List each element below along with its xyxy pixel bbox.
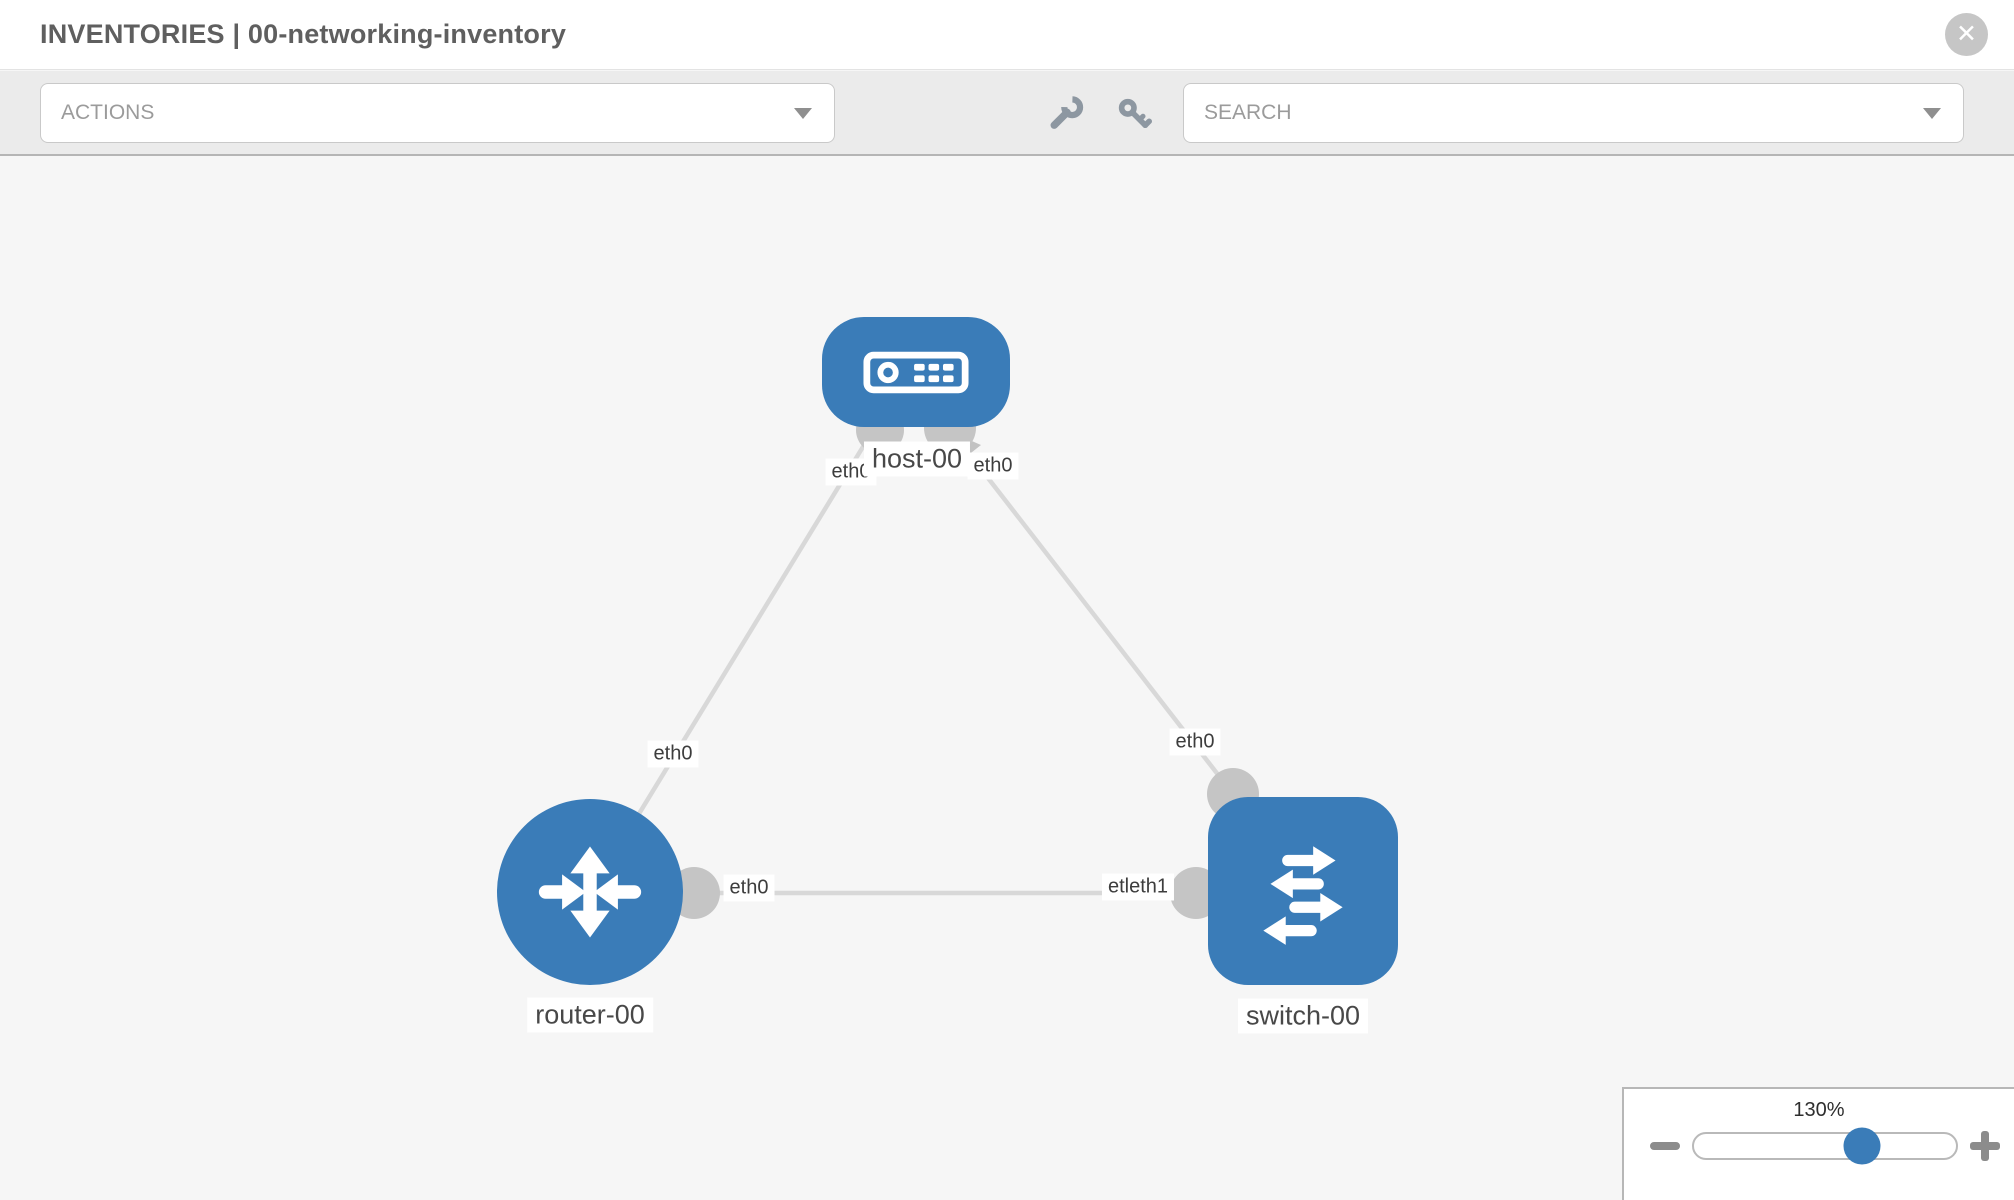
node-router-00[interactable]	[497, 799, 683, 985]
actions-dropdown-label: ACTIONS	[61, 101, 155, 124]
host-icon	[863, 351, 969, 393]
node-label-router-00: router-00	[527, 997, 653, 1033]
close-button[interactable]: ✕	[1945, 13, 1988, 56]
close-icon: ✕	[1956, 20, 1977, 48]
node-host-00[interactable]	[822, 317, 1010, 427]
edge-label-switch-eth0-top: eth0	[1169, 728, 1221, 756]
zoom-slider-track[interactable]	[1692, 1127, 1958, 1165]
page-title: INVENTORIES | 00-networking-inventory	[40, 19, 567, 49]
node-label-host-00: host-00	[863, 441, 971, 477]
header-bar: INVENTORIES | 00-networking-inventory ✕	[0, 0, 2014, 70]
chevron-down-icon	[1923, 108, 1941, 119]
zoom-out-icon[interactable]	[1650, 1142, 1680, 1150]
topology-canvas[interactable]: eth0 eth0 eth0 eth0 eth0 etleth1 host-00…	[0, 158, 2014, 1200]
configure-button[interactable]	[1042, 71, 1090, 156]
search-dropdown-label: SEARCH	[1204, 101, 1292, 124]
edge-label-host-eth0-right: eth0	[967, 452, 1019, 480]
switch-icon	[1263, 846, 1343, 945]
edge-label-switch-eth1-left: etleth1	[1101, 873, 1175, 901]
topology-links-layer	[588, 402, 1259, 919]
credentials-button[interactable]	[1110, 71, 1158, 156]
zoom-slider-handle[interactable]	[1843, 1127, 1881, 1165]
search-dropdown[interactable]: SEARCH	[1183, 83, 1964, 143]
edge-label-router-eth0-right: eth0	[723, 874, 775, 902]
chevron-down-icon	[794, 108, 812, 119]
node-label-switch-00: switch-00	[1237, 998, 1369, 1034]
key-icon	[1118, 98, 1152, 128]
zoom-in-icon[interactable]	[1970, 1131, 2000, 1161]
edge-label-router-eth0-top: eth0	[647, 740, 699, 768]
zoom-panel: 130%	[1622, 1087, 2014, 1200]
zoom-controls	[1624, 1127, 2014, 1165]
router-icon	[538, 846, 642, 938]
node-switch-00[interactable]	[1208, 797, 1398, 985]
zoom-level-value: 130%	[1793, 1099, 1845, 1121]
toolbar: ACTIONS SEARCH	[0, 71, 2014, 156]
wrench-icon	[1050, 95, 1084, 129]
actions-dropdown[interactable]: ACTIONS	[40, 83, 835, 143]
